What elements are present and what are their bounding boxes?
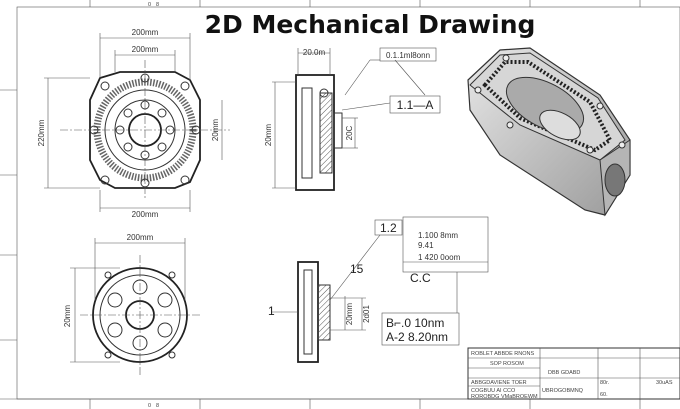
tolerance-line: 1.100 8mm (418, 231, 458, 240)
page-title: 2D Mechanical Drawing (205, 10, 536, 39)
title-block-cell: 80r. (600, 380, 610, 386)
tolerance-ref: 1.2 (380, 221, 397, 235)
tolerance-box: 1.2 1.100 8mm 9.41 1 420 0oom C.C B⌐.0 1… (374, 216, 489, 346)
dim-bottom: 200mm (132, 210, 159, 219)
note-line: B⌐.0 10nm (386, 316, 444, 330)
title-block-cell: 30uAS (656, 380, 673, 386)
tolerance-line: 1 420 0oom (418, 253, 461, 262)
title-block: ROBLET ABBDE RNONS SOP ROSOM DBB GDABD A… (467, 347, 680, 400)
tolerance-line: 9.41 (418, 241, 434, 250)
title-block-cell: DBB GDABD (548, 370, 580, 376)
ruler-top-label: 8 (156, 2, 159, 8)
dim-left: 220mm (37, 119, 46, 146)
section-dim-a: 20mm (345, 303, 354, 326)
section-view: 15 1 20mm 2d01 (268, 234, 381, 363)
front-view: 200mm 200mm 220mm 20mm 200mm (37, 28, 230, 219)
flange-dim-top: 200mm (127, 233, 154, 242)
ruler-bottom-label: 8 (156, 403, 159, 409)
side-dim-top: 20.0m (303, 48, 326, 57)
title-block-cell: ROROBDG VMaBROEWM (471, 394, 538, 400)
title-block-cell: ABBGDAVIENE TOER (471, 380, 527, 386)
title-block-cell: ROBLET ABBDE RNONS (471, 351, 534, 357)
dim-top-inner: 200mm (132, 45, 159, 54)
tolerance-footer: C.C (410, 271, 431, 285)
datum-callout: 1.1—A (397, 98, 434, 112)
flange-dim-left: 20mm (63, 305, 72, 328)
side-view: 20.0m 20mm 20C 0.1.1ml8onn 1.1—A (264, 47, 441, 191)
side-dim-left: 20mm (264, 124, 273, 147)
title-block-cell: UBROGOBMNQ (542, 388, 584, 394)
callout-top: 0.1.1ml8onn (386, 51, 430, 60)
dim-top-outer: 200mm (132, 28, 159, 37)
ruler-top-label: 0 (148, 2, 151, 8)
flange-view: 200mm 20mm (63, 233, 200, 375)
isometric-3d-part (467, 47, 631, 217)
dim-right: 20mm (211, 119, 220, 142)
note-line: A-2 8.20nm (386, 330, 448, 344)
title-block-cell: COGBUU AI CCO (471, 388, 516, 394)
ruler-bottom-label: 0 (148, 403, 151, 409)
title-block-cell: 60. (600, 392, 608, 398)
title-block-cell: SOP ROSOM (490, 361, 524, 367)
section-label-left: 1 (268, 304, 275, 318)
section-label-top: 15 (350, 262, 364, 276)
side-dim-right: 20C (345, 125, 354, 140)
section-dim-b: 2d01 (362, 305, 371, 323)
